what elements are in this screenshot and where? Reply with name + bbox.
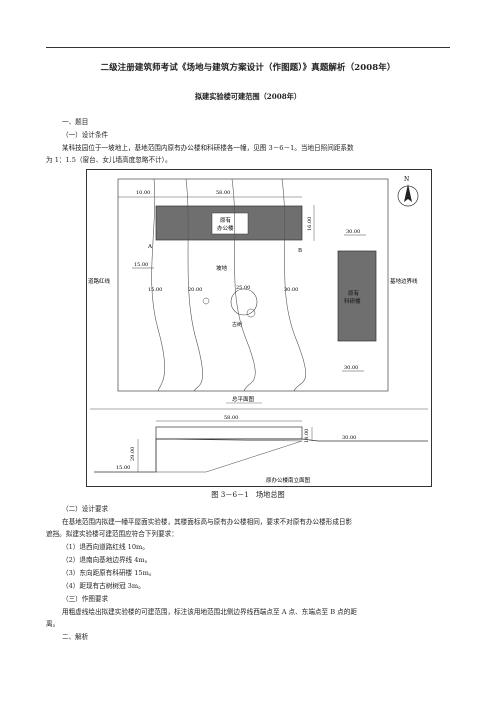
elev-left: 15.00 bbox=[134, 262, 148, 268]
site-boundary bbox=[117, 178, 389, 392]
dim-office-depth: 16.00 bbox=[307, 217, 313, 231]
dim-top-left: 10.00 bbox=[136, 190, 150, 196]
site-label: 坡地 bbox=[216, 264, 228, 272]
contour-line bbox=[151, 178, 165, 392]
list-item: （1）退西向道路红线 10m。 bbox=[62, 543, 149, 551]
site-plan-drawing: N 10.00 58.00 16.00 原有 办公楼 A B 原有 科研楼 30… bbox=[86, 169, 432, 487]
north-arrow-icon: N bbox=[397, 176, 419, 207]
subheading-design-conditions: （一）设计条件 bbox=[62, 131, 109, 139]
north-label: N bbox=[404, 176, 409, 183]
tree-icon bbox=[202, 297, 210, 305]
subheading-drawing-requirements: （三）作图要求 bbox=[62, 595, 109, 603]
contour-line bbox=[185, 178, 203, 392]
section-building-top bbox=[155, 426, 303, 440]
tree-canopy bbox=[230, 288, 258, 316]
page-subtitle: 拟建实验楼可建范围（2008年） bbox=[194, 92, 302, 101]
section-title: 原办公楼南立面图 bbox=[266, 476, 311, 484]
paragraph-line: 遮挡。拟建实验楼可建范围应符合下列要求： bbox=[46, 530, 178, 538]
research-label-1: 原有 bbox=[348, 289, 360, 297]
site-line-label: 基地边界线 bbox=[390, 277, 418, 285]
road-line-label: 道路红线 bbox=[88, 277, 111, 285]
list-item: （4）距现有古树树冠 3m。 bbox=[62, 582, 145, 590]
page-title: 二级注册建筑师考试《场地与建筑方案设计（作图题）》真题解析（2008年） bbox=[100, 63, 396, 73]
contour-label: 15.00 bbox=[148, 287, 162, 293]
paragraph-line: 在基地范围内拟建一幢平屋面实验楼，其楼面标高与原有办公楼相同，要求不对原有办公楼… bbox=[62, 518, 353, 526]
contour-label: 30.00 bbox=[284, 287, 298, 293]
contour-line bbox=[231, 178, 256, 392]
section-heading-1: 一、题目 bbox=[62, 118, 89, 126]
list-item: （2）退南向基地边界线 4m。 bbox=[62, 556, 152, 564]
contour-label: 25.00 bbox=[236, 285, 250, 291]
dim-office-width: 58.00 bbox=[216, 190, 230, 196]
paragraph-line: 离。 bbox=[46, 620, 60, 628]
contour-label: 20.00 bbox=[188, 287, 202, 293]
paragraph-line: 为 1：1.5（窗台、女儿墙高度忽略不计）。 bbox=[46, 156, 172, 164]
point-a-label: A bbox=[147, 244, 153, 250]
plan-title: 总平面图 bbox=[232, 395, 255, 403]
elev-bottom-right: 30.00 bbox=[344, 365, 358, 371]
section-dim-height: 14.00 bbox=[304, 429, 310, 443]
tree-trunk-icon bbox=[246, 308, 256, 318]
figure-frame bbox=[86, 169, 432, 487]
tree-label: 古树 bbox=[232, 321, 242, 328]
section-elev-left: 15.00 bbox=[116, 465, 130, 471]
section-elev-right: 30.00 bbox=[342, 435, 356, 441]
ground-profile bbox=[94, 438, 428, 473]
point-b-label: B bbox=[298, 248, 302, 254]
paragraph-line: 用粗虚线绘出拟建实验楼的可建范围，标注该用地范围北侧边界线西端点至 A 点、东端… bbox=[62, 608, 357, 616]
elev-top-right: 30.00 bbox=[346, 229, 360, 235]
figure-caption: 图 3－6－1 场地总图 bbox=[211, 490, 285, 499]
subheading-design-requirements: （二）设计要求 bbox=[62, 505, 109, 513]
contour-line bbox=[281, 178, 306, 392]
section-dim-ground: 29.00 bbox=[130, 447, 136, 461]
list-item: （3）东向距原有科研楼 15m。 bbox=[62, 569, 156, 577]
office-label-2: 办公楼 bbox=[217, 224, 234, 232]
paragraph-line: 某科技园位于一坡地上，基地范围内原有办公楼和科研楼各一幢，见图 3－6－1。当地… bbox=[62, 144, 354, 152]
office-label-box bbox=[211, 212, 249, 235]
research-label-2: 科研楼 bbox=[344, 297, 361, 305]
section-heading-2: 二、解析 bbox=[62, 633, 89, 641]
header-rule bbox=[46, 47, 450, 48]
section-dim-width: 58.00 bbox=[224, 415, 238, 421]
office-label-1: 原有 bbox=[220, 216, 232, 224]
site-plan-figure: N 10.00 58.00 16.00 原有 办公楼 A B 原有 科研楼 30… bbox=[86, 169, 432, 487]
